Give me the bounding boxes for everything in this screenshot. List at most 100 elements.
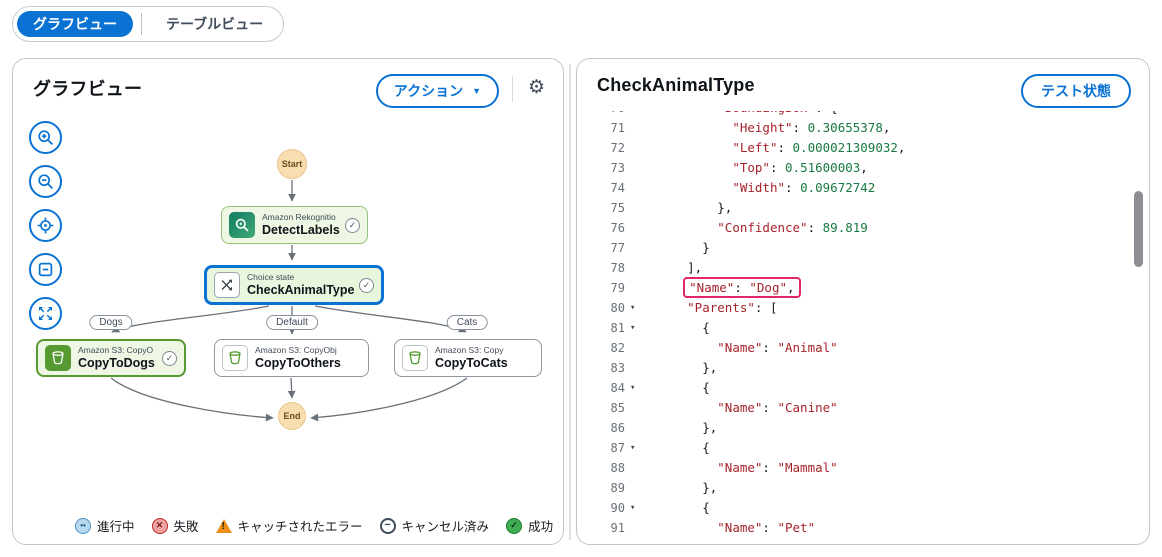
code-token: "Mammal": [777, 460, 838, 475]
code-token: [642, 140, 732, 155]
code-line: 90▾ {: [585, 498, 1125, 518]
workflow-graph: Start Amazon Rekognitio DetectLabels ✓: [13, 59, 563, 544]
collapse-caret-icon[interactable]: ▾: [630, 443, 636, 453]
tab-divider: [141, 13, 142, 35]
code-text: "Name": "Mammal": [642, 458, 838, 478]
code-token: "Left": [732, 140, 778, 155]
node-service-label: Amazon Rekognitio: [262, 212, 336, 223]
node-name-label: CheckAnimalType: [247, 282, 355, 297]
zoom-in-button[interactable]: [29, 121, 62, 154]
code-line: 79 "Name": "Dog",: [585, 277, 1125, 298]
code-text: "Width": 0.09672742: [642, 178, 875, 198]
node-text: Choice state CheckAnimalType: [247, 272, 355, 298]
code-text: {: [642, 378, 710, 398]
node-text: Amazon S3: CopyO CopyToDogs: [78, 345, 155, 371]
code-token: :: [734, 280, 750, 295]
exclaim-mark: !: [221, 520, 225, 532]
code-token: "Name": [717, 340, 763, 355]
line-number: 81: [610, 321, 625, 335]
fullscreen-button[interactable]: [29, 297, 62, 330]
code-line: 80▾ "Parents": [: [585, 298, 1125, 318]
node-copytocats[interactable]: Amazon S3: Copy CopyToCats: [394, 339, 542, 377]
code-token: [642, 180, 732, 195]
header-divider: [512, 76, 513, 102]
node-service-label: Amazon S3: CopyO: [78, 345, 154, 356]
legend-item-caught-error: ! キャッチされたエラー: [215, 516, 363, 535]
code-token: :: [769, 160, 786, 175]
collapse-caret-icon[interactable]: ▾: [630, 383, 636, 393]
actions-button[interactable]: アクション ▼: [375, 74, 499, 108]
line-number: 76: [610, 221, 625, 235]
node-service-label: Amazon S3: CopyObj: [255, 345, 337, 356]
end-node[interactable]: End: [278, 402, 306, 430]
code-token: [642, 340, 717, 355]
code-token: },: [642, 480, 718, 495]
center-graph-button[interactable]: [29, 209, 62, 242]
node-name-label: CopyToDogs: [78, 355, 155, 370]
code-token: : {: [815, 111, 838, 115]
code-token: ,: [787, 280, 795, 295]
line-number: 84: [610, 381, 625, 395]
code-token: }: [642, 240, 710, 255]
rekognition-icon: [229, 212, 255, 238]
code-line: 87▾ {: [585, 438, 1125, 458]
code-line: 81▾ {: [585, 318, 1125, 338]
zoom-out-button[interactable]: [29, 165, 62, 198]
line-number: 74: [610, 181, 625, 195]
crosshair-icon: [37, 217, 54, 234]
line-number: 79: [610, 281, 625, 295]
code-line: 85 "Name": "Canine": [585, 398, 1125, 418]
code-token: :: [777, 140, 793, 155]
edge-label-default: Default: [266, 315, 318, 330]
code-text: "Height": 0.30655378,: [642, 118, 890, 138]
code-token: 0.51600003: [785, 160, 861, 175]
scrollbar-thumb[interactable]: [1134, 191, 1143, 267]
tab-table-view[interactable]: テーブルビュー: [150, 11, 279, 38]
code-line: 71 "Height": 0.30655378,: [585, 118, 1125, 138]
code-token: "Dog": [749, 280, 788, 295]
line-number: 75: [610, 201, 625, 215]
code-token: "Pet": [777, 520, 816, 535]
code-text: "Name": "Animal": [642, 338, 837, 358]
panel-resize-handle[interactable]: [569, 64, 571, 540]
line-number: 83: [610, 361, 625, 375]
graph-view-panel: グラフビュー アクション ▼ ⚙: [12, 58, 564, 545]
legend-label: キャッチされたエラー: [237, 520, 363, 534]
start-node[interactable]: Start: [277, 149, 307, 179]
code-line: 76 "Confidence": 89.819: [585, 218, 1125, 238]
code-token: :: [762, 460, 778, 475]
node-checkanimaltype[interactable]: Choice state CheckAnimalType ✓: [204, 265, 384, 305]
cancelled-icon: −: [379, 517, 396, 534]
code-line: 83 },: [585, 358, 1125, 378]
line-number: 91: [610, 521, 625, 535]
line-number: 92: [585, 538, 625, 540]
legend-item-failed: ✕ 失敗: [151, 516, 199, 535]
code-token: 89.819: [822, 220, 868, 235]
code-line: 86 },: [585, 418, 1125, 438]
zoom-reset-button[interactable]: [29, 253, 62, 286]
code-line: 75 },: [585, 198, 1125, 218]
code-token: :: [762, 520, 778, 535]
highlight-box: "Name": "Dog",: [683, 277, 801, 298]
collapse-caret-icon[interactable]: ▾: [630, 323, 636, 333]
code-token: :: [762, 400, 778, 415]
s3-bucket-icon: [402, 345, 428, 371]
code-text: {: [642, 438, 710, 458]
code-token: ,: [882, 120, 891, 135]
code-token: "Canine": [777, 400, 838, 415]
code-token: :: [807, 220, 823, 235]
settings-gear-icon[interactable]: ⚙: [528, 75, 545, 102]
collapse-caret-icon[interactable]: ▾: [630, 503, 636, 513]
node-detectlabels[interactable]: Amazon Rekognitio DetectLabels ✓: [221, 206, 368, 244]
code-token: : [: [754, 300, 778, 315]
view-switcher: グラフビュー テーブルビュー: [12, 6, 285, 42]
code-token: :: [792, 120, 808, 135]
code-token: "Name": [717, 520, 763, 535]
node-copytoothers[interactable]: Amazon S3: CopyObj CopyToOthers: [214, 339, 369, 377]
code-line: 82 "Name": "Animal": [585, 338, 1125, 358]
node-name-label: CopyToOthers: [255, 355, 341, 370]
tab-graph-view[interactable]: グラフビュー: [17, 10, 133, 38]
collapse-caret-icon[interactable]: ▾: [630, 303, 636, 313]
node-copytodogs[interactable]: Amazon S3: CopyO CopyToDogs ✓: [36, 339, 186, 377]
test-state-button[interactable]: テスト状態: [1021, 74, 1131, 108]
